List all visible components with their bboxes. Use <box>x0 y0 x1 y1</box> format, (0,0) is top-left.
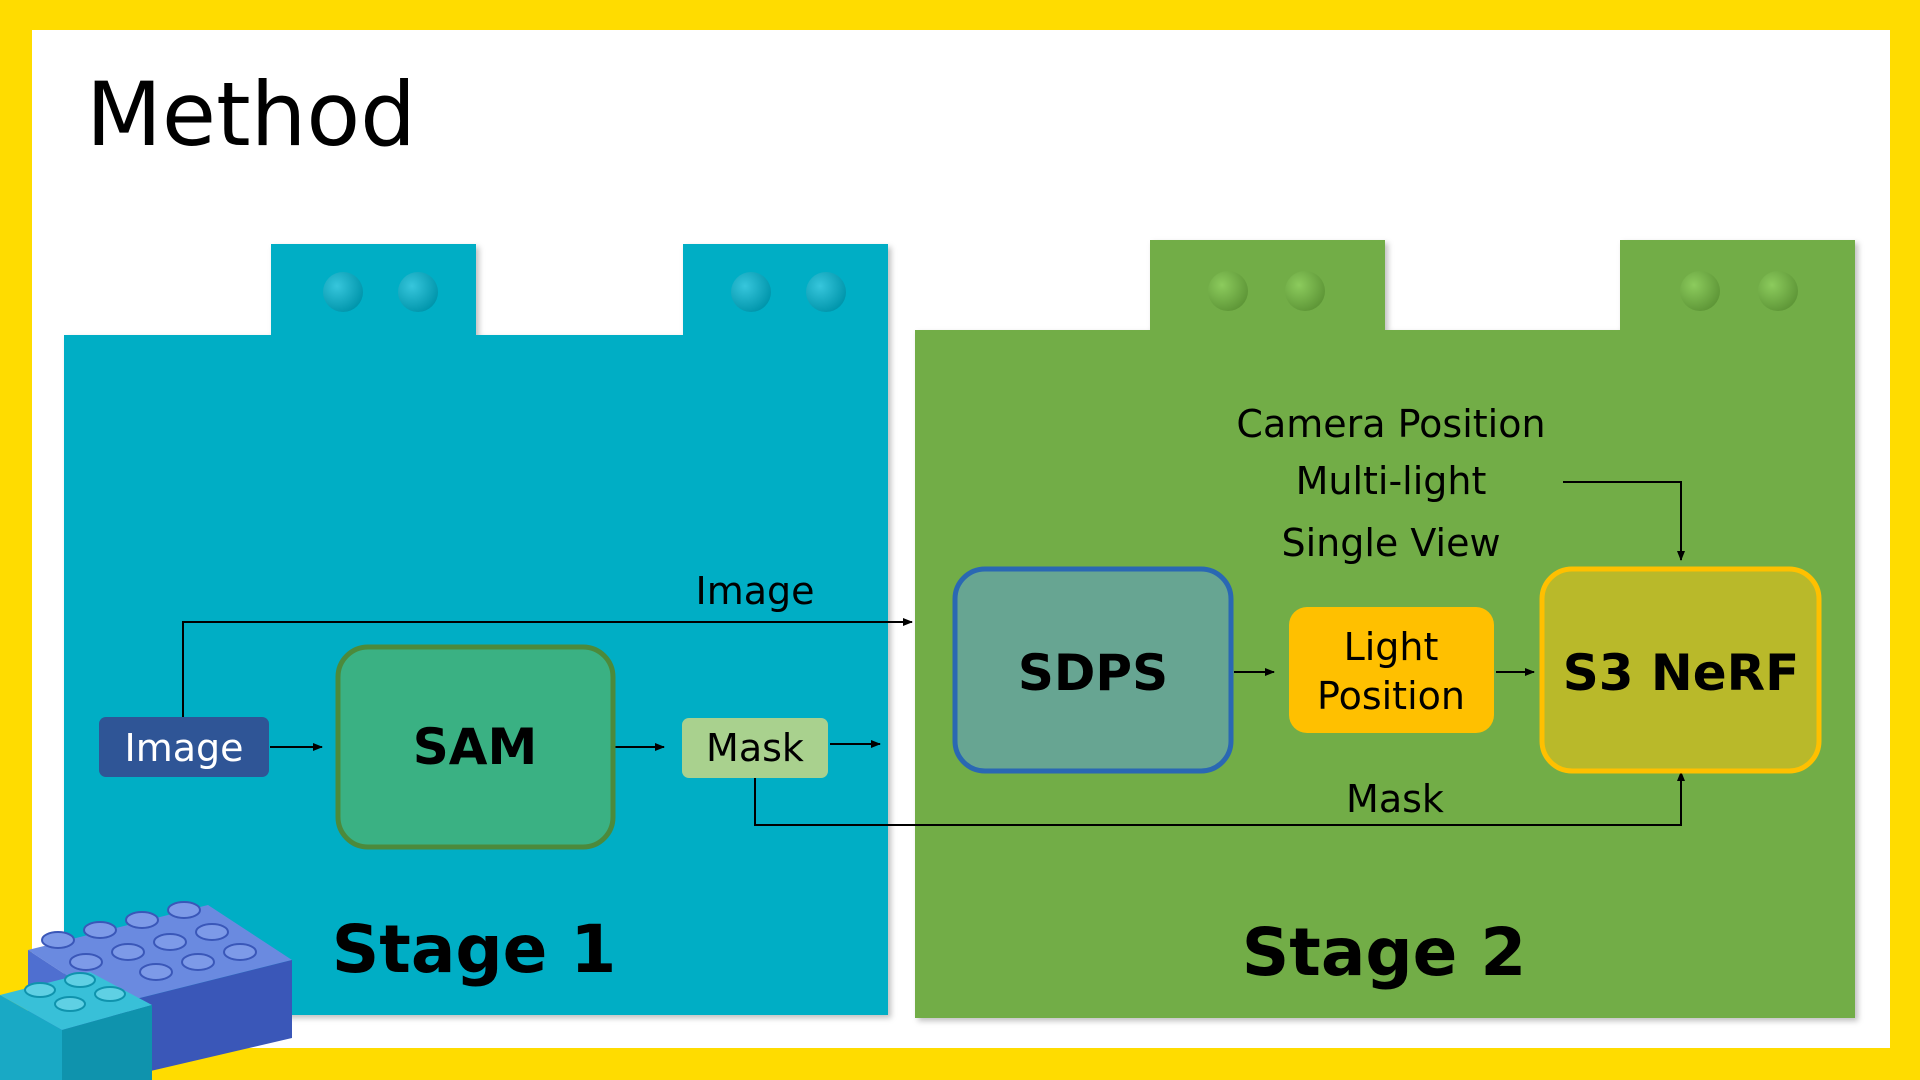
image-input-label: Image <box>124 726 243 770</box>
sam-label: SAM <box>413 718 537 776</box>
sdps-label: SDPS <box>1018 644 1168 702</box>
sdps-box <box>952 566 1234 774</box>
mask-box <box>682 718 828 778</box>
stud-circle <box>1680 271 1720 311</box>
mask-label: Mask <box>706 726 804 770</box>
stage1-label: Stage 1 <box>332 911 617 988</box>
image-arrow-label: Image <box>695 569 814 613</box>
input-multi-light: Multi-light <box>1296 459 1487 503</box>
input-single-view: Single View <box>1281 521 1500 565</box>
light-position-label-line2: Position <box>1317 674 1465 718</box>
image-input-box <box>99 717 269 777</box>
light-position-label-line1: Light <box>1344 625 1439 669</box>
stud-circle <box>1758 271 1798 311</box>
sam-box <box>335 644 616 850</box>
stage2-label: Stage 2 <box>1242 914 1527 991</box>
mask-arrow-label: Mask <box>1346 777 1444 821</box>
input-camera-position: Camera Position <box>1236 402 1545 446</box>
s3-nerf-label: S3 NeRF <box>1563 644 1800 702</box>
stud-circle <box>323 272 363 312</box>
stud-circle <box>1208 271 1248 311</box>
stud-circle <box>1285 271 1325 311</box>
lego-bricks-icon <box>0 901 292 1080</box>
s3-nerf-box <box>1539 566 1822 774</box>
light-position-box <box>1289 607 1494 733</box>
stage1-brick <box>64 244 888 1015</box>
stud-circle <box>806 272 846 312</box>
inputs-to-nerf-arrow <box>1563 481 1685 561</box>
image-route-arrow <box>182 618 913 717</box>
page-title: Method <box>86 63 416 166</box>
mask-route-arrow <box>754 771 1685 826</box>
stud-circle <box>398 272 438 312</box>
stud-circle <box>731 272 771 312</box>
